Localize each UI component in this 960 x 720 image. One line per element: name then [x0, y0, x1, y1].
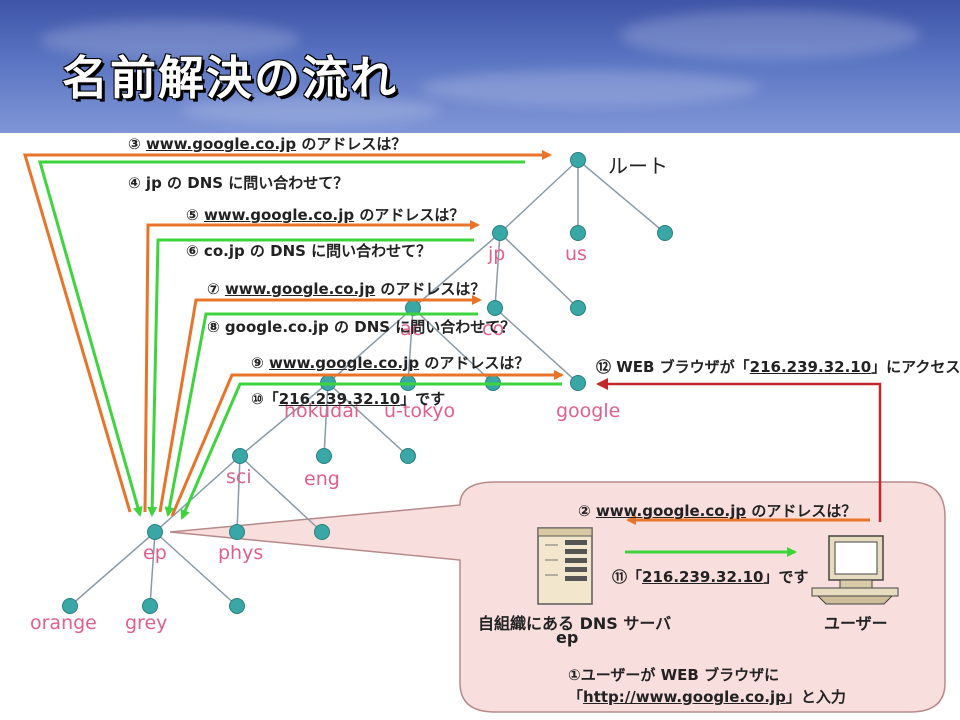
- dns-server-icon: [537, 527, 593, 605]
- arrow-step4: [38, 160, 525, 517]
- node-label-ep: ep: [143, 542, 167, 564]
- node-label-google: google: [556, 400, 621, 422]
- node-co: [487, 300, 503, 316]
- node-label-co: co: [482, 318, 505, 340]
- step7-label: ⑦ www.google.co.jp のアドレスは？: [207, 280, 486, 298]
- node-label-ac: ac: [400, 318, 423, 340]
- node-root: [570, 152, 586, 168]
- arrow-step6: [147, 238, 474, 517]
- page-title: 名前解決の流れ: [62, 51, 398, 105]
- cloud-decoration: [40, 20, 300, 60]
- arrow-step7: [158, 295, 482, 513]
- step11-label: ⑪「216.239.32.10」です: [612, 568, 809, 586]
- node-phys: [229, 524, 245, 540]
- node-sci-other: [314, 524, 330, 540]
- step8-label: ⑧ google.co.jp の DNS に問い合わせて？: [207, 318, 516, 336]
- cloud-decoration: [420, 70, 760, 106]
- node-label-jp: jp: [488, 243, 506, 265]
- step10-label: ⑩「216.239.32.10」です: [251, 390, 446, 408]
- node-eng: [316, 448, 332, 464]
- node-other-tld: [657, 225, 673, 241]
- node-hokudai-other: [400, 448, 416, 464]
- step2-label: ② www.google.co.jp のアドレスは？: [578, 502, 857, 520]
- node-label-hokudai: hokudai: [284, 400, 360, 422]
- node-label-us: us: [565, 243, 587, 265]
- node-label-grey: grey: [125, 612, 168, 634]
- header-banner: 名前解決の流れ: [0, 0, 960, 133]
- node-sci: [232, 448, 248, 464]
- arrow-step3: [22, 150, 552, 513]
- step6-label: ⑥ co.jp の DNS に問い合わせて？: [186, 242, 432, 260]
- node-us: [570, 225, 586, 241]
- arrow-step5: [143, 220, 480, 513]
- node-label-eng: eng: [304, 468, 340, 490]
- dns-server-label: 自組織にある DNS サーバ: [478, 614, 672, 633]
- step1-line1: ①ユーザーが WEB ブラウザに: [568, 666, 780, 684]
- user-computer-icon: [811, 535, 899, 605]
- arrow-step12: [596, 378, 882, 522]
- dns-server-sub-label: ep: [556, 628, 579, 647]
- cloud-decoration: [620, 10, 920, 60]
- cloud-decoration: [180, 95, 440, 125]
- node-ep: [147, 524, 163, 540]
- user-label: ユーザー: [824, 614, 888, 633]
- tree-edges: [69, 159, 666, 607]
- node-google: [570, 375, 586, 391]
- query-arrows: [22, 150, 870, 525]
- node-label-u-tokyo: u-tokyo: [384, 400, 456, 422]
- node-jp: [492, 225, 508, 241]
- node-ep-other: [229, 598, 245, 614]
- node-label-phys: phys: [218, 542, 264, 564]
- arrow-step8: [164, 312, 478, 517]
- node-label-sci: sci: [226, 466, 252, 488]
- arrow-step10: [180, 382, 562, 520]
- node-other-sld: [570, 300, 586, 316]
- step9-label: ⑨ www.google.co.jp のアドレスは？: [251, 354, 530, 372]
- answer-arrows: [38, 160, 797, 557]
- tree-nodes: [62, 152, 673, 614]
- node-label-orange: orange: [30, 612, 97, 634]
- step3-label: ③ www.google.co.jp のアドレスは？: [128, 135, 407, 153]
- step12-label: ⑫ WEB ブラウザが「216.239.32.10」にアクセス: [596, 358, 960, 376]
- step1-line2: 「http://www.google.co.jp」と入力: [568, 688, 846, 706]
- step5-label: ⑤ www.google.co.jp のアドレスは？: [186, 206, 465, 224]
- step4-label: ④ jp の DNS に問い合わせて？: [128, 174, 349, 192]
- arrow-step9: [170, 370, 564, 517]
- node-grey: [142, 598, 158, 614]
- node-orange: [62, 598, 78, 614]
- root-label: ルート: [608, 154, 668, 178]
